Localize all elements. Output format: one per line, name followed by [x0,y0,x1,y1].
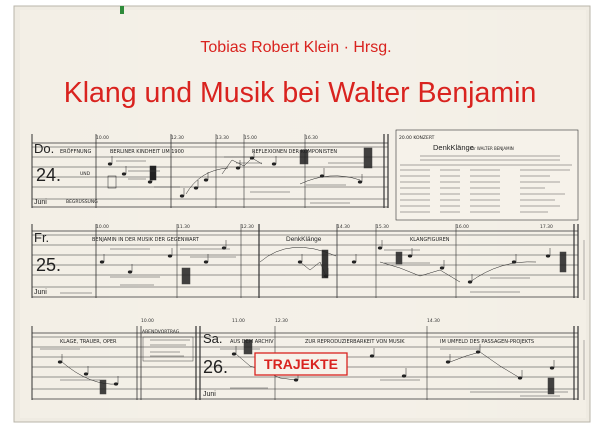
time-label: 16.00 [456,224,469,230]
concert-heading: 20.00 KONZERT [399,135,435,141]
time-label: 10.00 [141,318,154,324]
time-label: 13.30 [216,135,229,141]
editor-line: Tobias Robert Klein · Hrsg. [200,39,391,56]
time-label: 10.00 [96,224,109,230]
abendvortrag-box [142,336,194,362]
month-label-row-1: Juni [34,199,47,206]
time-label: 11.30 [177,224,190,230]
section-heading: BERLINER KINDHEIT UM 1900 [110,149,184,155]
concert-title: DenkKlänge [433,143,474,152]
time-label: 10.00 [96,135,109,141]
section-heading: ERÖFFNUNG [60,148,91,155]
time-label: 15.30 [376,224,389,230]
section-heading: KLANGFIGUREN [410,237,450,243]
row-1-text-runs [116,156,370,204]
day-label-row-2: Fr. [34,230,49,245]
book-title: Klang und Musik bei Walter Benjamin [64,77,537,109]
time-label: 12.30 [241,224,254,230]
time-label: 14.30 [337,224,350,230]
publisher-badge-label: TRAJEKTE [264,356,338,372]
schedule-row-1: Do. 24. Juni 10.00 12.30 13.30 15.00 16.… [31,134,389,208]
section-heading: ZUR REPRODUZIERBARKEIT VON MUSIK [305,339,405,345]
day-label-row-1: Do. [34,141,54,156]
month-label-row-2: Juni [34,289,47,296]
time-label: 12.30 [275,318,288,324]
date-label-row-1: 24. [36,165,61,185]
time-label: 12.30 [171,135,184,141]
publisher-badge: TRAJEKTE [254,352,348,376]
concert-subtitle: für WALTER BENJAMIN [470,146,514,151]
time-label: 14.30 [427,318,440,324]
time-label: 11.00 [232,318,245,324]
row-3-text-runs [40,339,568,397]
time-label: 15.00 [244,135,257,141]
section-heading: ABENDVORTRAG [142,329,180,335]
date-label-row-2: 25. [36,255,61,275]
section-heading: KLAGE, TRAUER, OPER [60,339,117,345]
section-heading: REFLEXIONEN DER KOMPONISTEN [252,149,337,155]
section-heading: BENJAMIN IN DER MUSIK DER GEGENWART [92,237,200,243]
date-label-row-3: 26. [203,357,228,377]
time-label: 17.30 [540,224,553,230]
section-sublabel: UND [80,171,91,177]
row-2-text-runs [60,248,530,294]
section-sublabel: BEGRÜSSUNG [66,198,98,205]
concert-program-lines [400,155,572,213]
month-label-row-3: Juni [203,391,216,398]
price-sticker [120,6,124,14]
music-notation [107,147,373,198]
schedule-row-2: Fr. 25. Juni 10.00 11.30 12.30 14.30 15.… [31,224,579,298]
concert-box: 20.00 KONZERT DenkKlänge für WALTER BENJ… [395,129,579,221]
section-heading: IM UMFELD DES PASSAGEN-PROJEKTS [440,339,534,345]
day-label-row-3: Sa. [203,331,223,346]
section-heading: DenkKlänge [286,236,322,243]
time-label: 16.30 [305,135,318,141]
